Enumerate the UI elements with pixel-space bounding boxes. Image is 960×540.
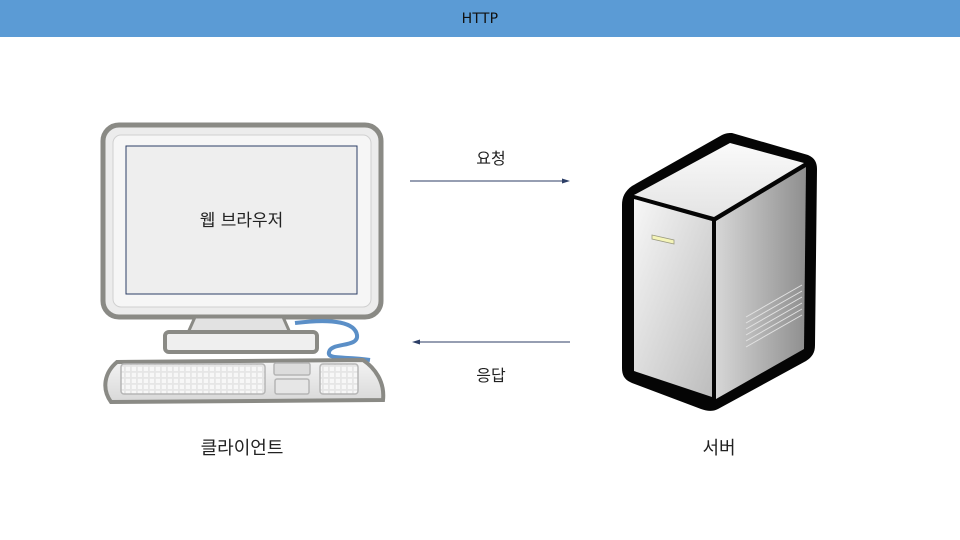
browser-screen-label: 웹 브라우저 (199, 211, 284, 231)
request-label: 요청 (476, 149, 506, 168)
header-bar: HTTP (0, 0, 960, 37)
response-arrow (412, 339, 570, 345)
page-title: HTTP (461, 10, 499, 27)
server-label: 서버 (702, 438, 736, 459)
client-label: 클라이언트 (200, 438, 284, 459)
desktop-computer-icon (100, 122, 386, 405)
request-arrow (410, 178, 570, 184)
response-label: 응답 (476, 366, 506, 385)
server-tower-icon (622, 133, 817, 411)
